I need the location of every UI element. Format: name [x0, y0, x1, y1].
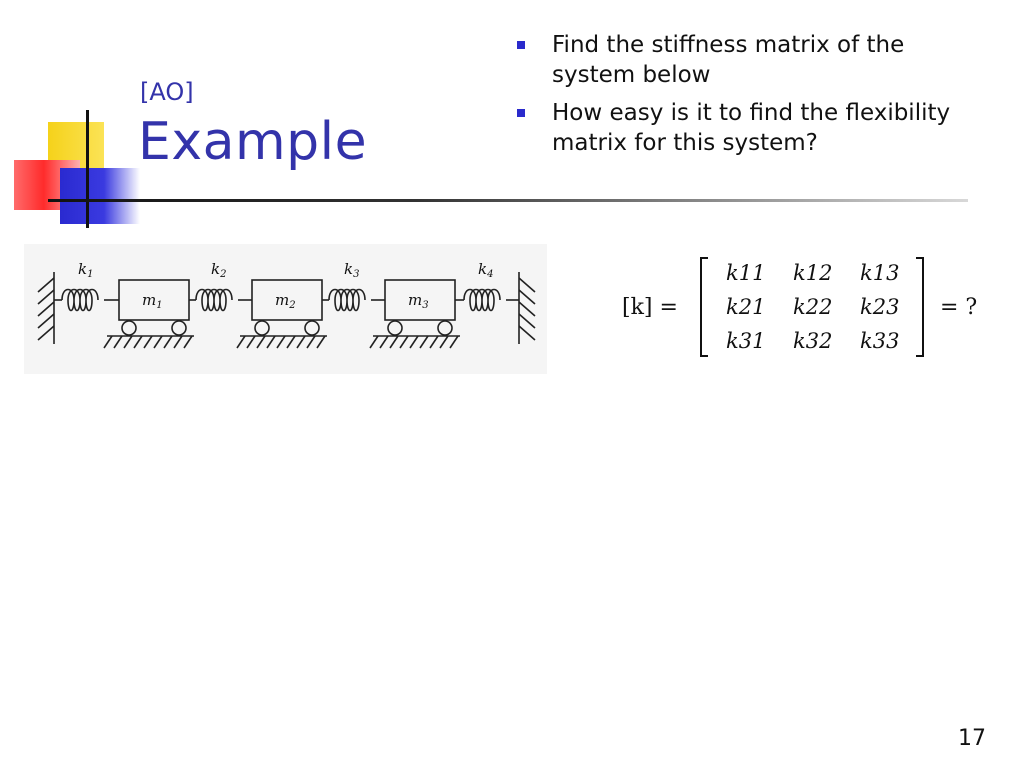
bullet-text: Find the stiffness matrix of the system … — [552, 32, 905, 88]
bullet-square-icon — [517, 41, 525, 49]
slide-title: Example — [138, 112, 368, 172]
bullet-item: Find the stiffness matrix of the system … — [514, 30, 984, 90]
wheel — [437, 320, 453, 336]
spring-mass-diagram: k1 k2 k3 k4 m1 m2 m3 — [24, 244, 547, 374]
blue-square — [60, 168, 140, 224]
spring-k4 — [455, 288, 519, 312]
matrix-entry: k13 — [860, 261, 899, 285]
wheel — [387, 320, 403, 336]
spring-label-k1: k1 — [78, 260, 93, 280]
spring-label-k2: k2 — [211, 260, 226, 280]
left-bracket — [700, 257, 708, 357]
bullet-item: How easy is it to find the flexibility m… — [514, 98, 984, 158]
left-wall-hatch — [37, 277, 55, 341]
mass-label-m3: m3 — [408, 291, 429, 311]
matrix-entry: k23 — [860, 295, 899, 319]
wheel — [171, 320, 187, 336]
bullet-text: How easy is it to find the flexibility m… — [552, 100, 951, 156]
matrix-entry: k33 — [860, 329, 899, 353]
ground-hatch — [103, 335, 459, 349]
bullet-square-icon — [517, 109, 525, 117]
matrix-rhs: = ? — [940, 295, 977, 320]
matrix-entry: k22 — [793, 295, 832, 319]
matrix-entry: k11 — [726, 261, 765, 285]
right-bracket — [916, 257, 924, 357]
spring-label-k3: k3 — [344, 260, 359, 280]
wheel — [304, 320, 320, 336]
matrix-svg: [k] = k11 k12 k13 k21 k22 k23 k31 k32 k3… — [622, 257, 977, 357]
spring-k3 — [322, 288, 385, 312]
spring-k2 — [189, 288, 252, 312]
page-number: 17 — [958, 726, 986, 751]
corner-decoration — [0, 0, 200, 240]
matrix-entry: k31 — [726, 329, 765, 353]
wheel — [254, 320, 270, 336]
spring-label-k4: k4 — [478, 260, 493, 280]
vertical-rule — [86, 110, 89, 228]
spring-k1 — [54, 288, 119, 312]
slide-subtitle: [AO] — [140, 78, 194, 106]
wheel — [121, 320, 137, 336]
matrix-entry: k32 — [793, 329, 832, 353]
mass-label-m2: m2 — [275, 291, 296, 311]
title-underline — [48, 199, 968, 202]
right-wall-hatch — [518, 277, 536, 341]
matrix-entry: k21 — [726, 295, 765, 319]
matrix-lhs: [k] = — [622, 295, 678, 320]
matrix-entry: k12 — [793, 261, 832, 285]
mass-label-m1: m1 — [142, 291, 163, 311]
bullet-list: Find the stiffness matrix of the system … — [514, 30, 984, 166]
stiffness-matrix-equation: [k] = k11 k12 k13 k21 k22 k23 k31 k32 k3… — [610, 252, 1010, 362]
spring-mass-svg: k1 k2 k3 k4 m1 m2 m3 — [37, 260, 536, 349]
